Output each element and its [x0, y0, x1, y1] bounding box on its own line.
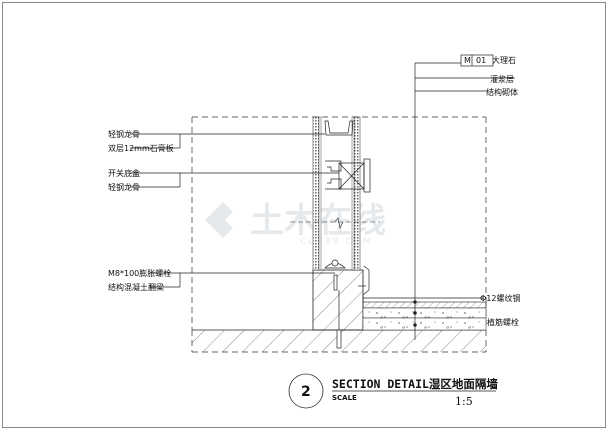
right-leaders	[363, 62, 515, 340]
label-anchor-bolt: 植筋螺栓	[487, 317, 519, 327]
label-light-steel-joist-1: 轻钢龙骨	[108, 129, 140, 139]
steel-stud	[324, 120, 354, 136]
watermark-sub: CO188.COM	[300, 237, 373, 247]
material-tag: M 01 大理石	[460, 54, 516, 67]
floor-layers	[362, 301, 487, 331]
detail-number: 2	[301, 384, 311, 400]
tag-material: 大理石	[492, 55, 516, 65]
title-block: 2 SECTION DETAIL湿区地面隔墙 SCALE 1:5	[288, 373, 498, 409]
switch-box	[325, 158, 371, 193]
drawing-frame	[2, 2, 606, 428]
base-anchor	[324, 259, 370, 349]
break-line	[290, 217, 380, 229]
label-structural-masonry: 结构砌体	[486, 87, 518, 97]
scale-label: SCALE	[332, 394, 357, 402]
label-grout-layer: 灌浆层	[490, 74, 514, 84]
label-switch-box: 开关底盒	[108, 168, 140, 178]
concrete-curb	[312, 269, 364, 331]
tag-code: M	[464, 56, 471, 65]
detail-title: SECTION DETAIL湿区地面隔墙	[332, 377, 498, 391]
tag-number: 01	[476, 56, 486, 65]
label-rebar: Φ12螺纹钢	[480, 293, 520, 303]
wall-boards	[312, 116, 361, 271]
label-light-steel-joist-2: 轻钢龙骨	[108, 182, 140, 192]
dashed-boundary	[191, 116, 487, 330]
left-leaders	[130, 133, 339, 288]
label-expansion-bolt: M8*100膨胀螺栓	[108, 268, 171, 278]
label-concrete-beam: 结构混凝土翻梁	[108, 282, 164, 292]
scale-value: 1:5	[455, 395, 473, 408]
label-double-gypsum-board: 双层12mm石膏板	[108, 143, 174, 153]
